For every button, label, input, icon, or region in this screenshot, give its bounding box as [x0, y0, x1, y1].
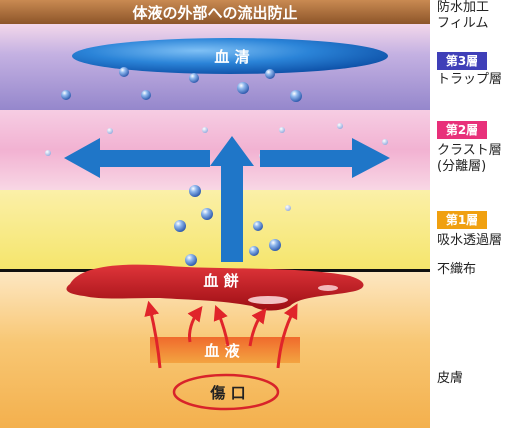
bubble [290, 90, 302, 102]
bubble [189, 185, 201, 197]
separation-bubbles [45, 123, 388, 159]
diffusion-arrows [64, 136, 390, 262]
bubble [285, 205, 291, 211]
clot-shape [66, 264, 364, 311]
layer1-name: 吸水透過層 [437, 233, 503, 248]
bubble [189, 73, 199, 83]
bubble [61, 90, 71, 100]
red-arrow-icon [276, 303, 298, 369]
red-arrow-icon [187, 305, 203, 343]
layer2-badge: 第2層 [437, 121, 487, 139]
bubble [253, 221, 263, 231]
blood-pool [150, 337, 300, 363]
layer1-badge: 第1層 [437, 211, 487, 229]
layer2-name: クラスト層 [437, 143, 502, 158]
bubble [269, 239, 281, 251]
clot-label: 血 餅 [203, 272, 238, 290]
up-arrow-icon [210, 136, 254, 262]
bubble [202, 127, 208, 133]
red-arrow-icon [213, 305, 230, 347]
bubble [45, 150, 51, 156]
serum-label: 血 清 [214, 48, 249, 66]
layer3-badge: 第3層 [437, 52, 487, 70]
absorbing-bubbles [174, 185, 291, 266]
bubble [119, 67, 129, 77]
nonwoven-label: 不織布 [437, 262, 477, 277]
bubble [237, 82, 249, 94]
layer2-subname: (分離層) [437, 159, 487, 174]
film-layer [0, 0, 430, 24]
left-arrow-icon [64, 138, 210, 178]
bubble [141, 90, 151, 100]
blood-label: 血 液 [204, 342, 240, 360]
film-caption: 体液の外部への流出防止 [132, 4, 297, 22]
bubble [337, 123, 343, 129]
blood-flow-arrows [144, 300, 298, 369]
red-arrow-icon [248, 307, 267, 347]
clot-highlight [248, 296, 288, 304]
bubble [265, 69, 275, 79]
bubble [249, 246, 259, 256]
film-label-line1: 防水加工 [437, 0, 490, 15]
trapped-bubbles [61, 67, 302, 102]
clot-highlight [318, 285, 338, 291]
bubble [174, 220, 186, 232]
film-label-line2: フィルム [437, 16, 489, 31]
red-arrow-icon [144, 300, 162, 369]
wound-outline [172, 373, 280, 411]
layer3-name: トラップ層 [437, 72, 503, 87]
serum-ellipse [72, 38, 388, 74]
bubble [382, 139, 388, 145]
bubble [201, 208, 213, 220]
layer1-band [0, 190, 430, 270]
wound-label: 傷 口 [209, 384, 245, 402]
skin-label: 皮膚 [437, 371, 464, 386]
bubble [107, 128, 113, 134]
bubble [279, 127, 285, 133]
bubble [185, 254, 197, 266]
right-arrow-icon [260, 138, 390, 178]
